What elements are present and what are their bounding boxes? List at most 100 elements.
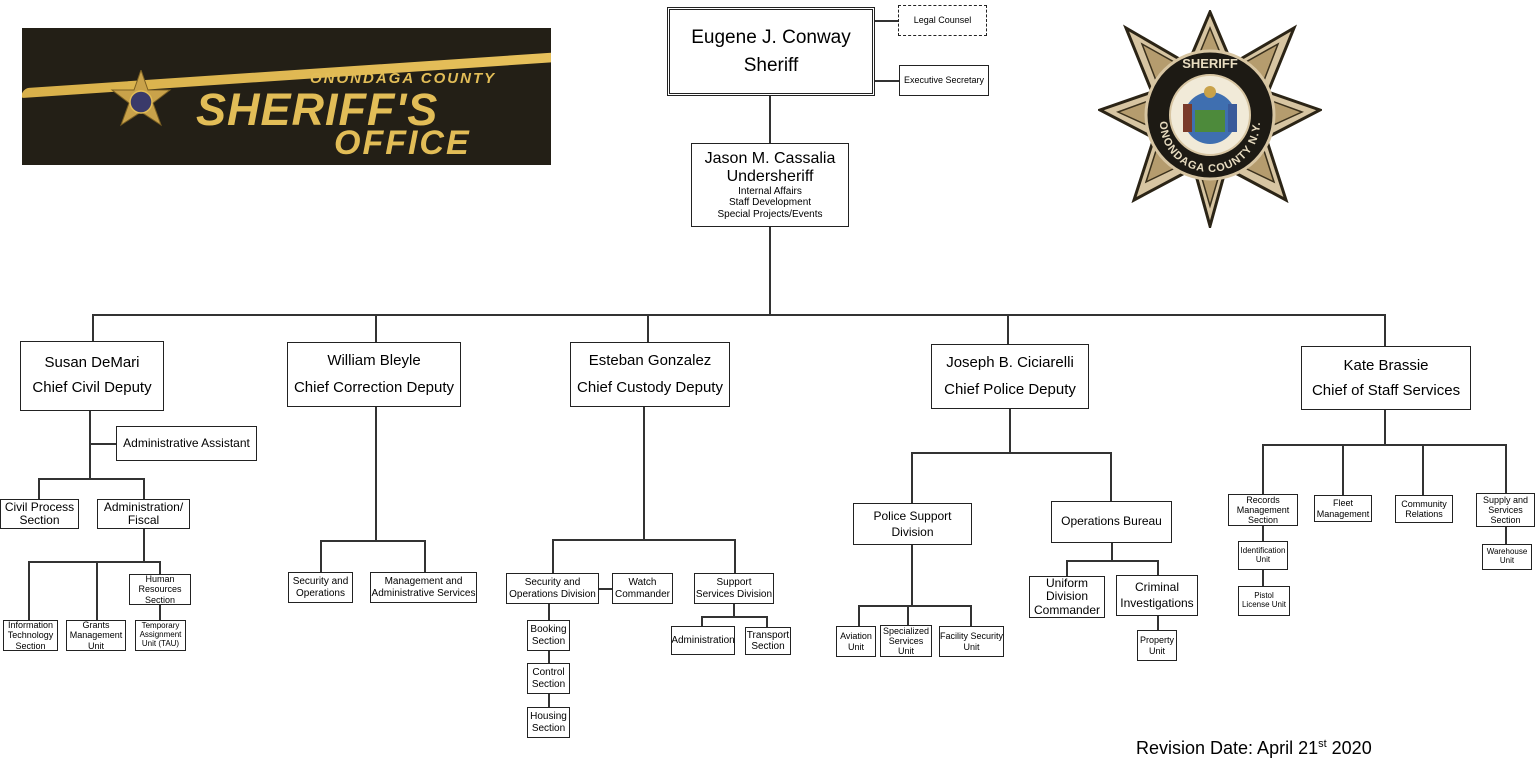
- criminal-line: Investigations: [1120, 595, 1194, 610]
- aviation-line: Unit: [847, 641, 864, 652]
- aviation-line: Aviation: [840, 631, 872, 642]
- transport-line: Transport: [746, 629, 790, 641]
- supply-services-section-box: Supply and Services Section: [1476, 493, 1535, 527]
- tau-line: Unit (TAU): [141, 638, 180, 648]
- specialized-services-unit-box: Specialized Services Unit: [880, 625, 932, 657]
- booking-line: Booking: [530, 624, 567, 636]
- executive-secretary-box: Executive Secretary: [899, 65, 989, 96]
- civil-title: Chief Civil Deputy: [32, 379, 152, 396]
- police-title: Chief Police Deputy: [944, 380, 1076, 398]
- watch-commander-box: Watch Commander: [612, 573, 673, 604]
- chief-correction-deputy-box: William Bleyle Chief Correction Deputy: [287, 342, 461, 407]
- security-and-operations-box: Security and Operations: [288, 572, 353, 603]
- aviation-unit-box: Aviation Unit: [836, 626, 876, 657]
- correction-name: William Bleyle: [327, 352, 421, 370]
- custody-administration-label: Administration: [671, 634, 735, 646]
- temporary-assignment-unit-box: Temporary Assignment Unit (TAU): [135, 620, 186, 651]
- grants-line: Management: [69, 630, 123, 641]
- control-line: Section: [531, 678, 566, 690]
- star-badge-icon: [110, 70, 172, 127]
- facility-security-unit-box: Facility Security Unit: [939, 626, 1004, 657]
- warehouse-unit-box: Warehouse Unit: [1482, 544, 1532, 570]
- transport-line: Section: [751, 641, 785, 652]
- civil-name: Susan DeMari: [44, 354, 140, 372]
- uniform-line: Uniform: [1045, 576, 1088, 590]
- civil-process-section-box: Civil Process Section: [0, 499, 79, 529]
- warehouse-line: Warehouse: [1486, 547, 1528, 557]
- logo-sheriffs-text: SHERIFF'S: [196, 84, 439, 135]
- identification-line: Unit: [1255, 554, 1271, 564]
- human-resources-section-box: Human Resources Section: [129, 574, 191, 605]
- facility-line: Facility Security: [940, 631, 1004, 642]
- revision-ordinal-suffix: st: [1318, 738, 1327, 750]
- hr-line: Section: [144, 594, 176, 605]
- logo-county-text: ONONDAGA COUNTY: [310, 70, 497, 87]
- criminal-line: Criminal: [1134, 579, 1179, 594]
- revision-label: Revision Date: April 21: [1136, 738, 1319, 758]
- housing-line: Housing: [530, 711, 567, 723]
- community-relations-box: Community Relations: [1395, 495, 1453, 523]
- logo-office-text: OFFICE: [334, 124, 471, 162]
- identification-line: Identification: [1240, 545, 1286, 555]
- uniform-line: Commander: [1033, 602, 1101, 617]
- hr-line: Resources: [138, 584, 182, 595]
- records-management-section-box: Records Management Section: [1228, 494, 1298, 526]
- management-administrative-services-box: Management and Administrative Services: [370, 572, 477, 603]
- mgmt-admin-line: Management and: [384, 576, 463, 588]
- staff-services-name: Kate Brassie: [1343, 356, 1429, 374]
- sheriff-title: Sheriff: [743, 54, 799, 76]
- property-unit-box: Property Unit: [1137, 630, 1177, 661]
- grants-management-unit-box: Grants Management Unit: [66, 620, 126, 651]
- legal-counsel-box: Legal Counsel: [898, 5, 987, 36]
- administrative-assistant-box: Administrative Assistant: [116, 426, 257, 461]
- mgmt-admin-line: Administrative Services: [371, 587, 476, 599]
- custody-title: Chief Custody Deputy: [577, 378, 723, 396]
- support-services-division-box: Support Services Division: [694, 573, 774, 604]
- watch-line: Watch: [628, 577, 657, 589]
- it-line: Section: [15, 640, 46, 651]
- identification-unit-box: Identification Unit: [1238, 541, 1288, 570]
- revision-date: Revision Date: April 21st 2020: [1136, 738, 1372, 759]
- undersheriff-name: Jason M. Cassalia: [704, 150, 836, 168]
- records-line: Records: [1246, 494, 1280, 505]
- booking-section-box: Booking Section: [527, 620, 570, 651]
- security-ops-line: Security and: [292, 576, 349, 588]
- records-line: Section: [1247, 515, 1279, 526]
- it-line: Information: [7, 620, 54, 631]
- records-line: Management: [1236, 504, 1290, 515]
- police-support-line: Division: [891, 525, 934, 539]
- criminal-investigations-box: Criminal Investigations: [1116, 575, 1198, 616]
- specialized-line: Services: [888, 635, 924, 646]
- security-div-line: Security and: [524, 577, 581, 589]
- custody-name: Esteban Gonzalez: [588, 352, 712, 370]
- undersheriff-title: Undersheriff: [726, 168, 814, 186]
- facility-line: Unit: [963, 641, 980, 652]
- sheriff-box: Eugene J. Conway Sheriff: [667, 7, 875, 96]
- admin-fiscal-line: Administration/: [103, 499, 184, 514]
- tau-line: Assignment: [139, 630, 182, 640]
- security-div-line: Operations Division: [509, 588, 596, 600]
- support-div-line: Support: [716, 577, 752, 589]
- supply-line: Services: [1488, 504, 1523, 515]
- supply-line: Section: [1490, 515, 1521, 526]
- fleet-management-box: Fleet Management: [1314, 495, 1372, 522]
- chief-police-deputy-box: Joseph B. Ciciarelli Chief Police Deputy: [931, 344, 1089, 409]
- information-technology-section-box: Information Technology Section: [3, 620, 58, 651]
- police-support-line: Police Support: [873, 508, 952, 523]
- pistol-license-unit-box: Pistol License Unit: [1238, 586, 1290, 616]
- duty-special-projects: Special Projects/Events: [717, 208, 823, 220]
- police-name: Joseph B. Ciciarelli: [946, 354, 1074, 372]
- transport-section-box: Transport Section: [745, 627, 791, 655]
- undersheriff-box: Jason M. Cassalia Undersheriff Internal …: [691, 143, 849, 227]
- grants-line: Grants: [82, 620, 110, 631]
- duty-internal-affairs: Internal Affairs: [738, 186, 802, 198]
- administrative-assistant-label: Administrative Assistant: [123, 435, 250, 450]
- specialized-line: Specialized: [882, 625, 930, 636]
- specialized-line: Unit: [897, 646, 914, 657]
- staff-services-title: Chief of Staff Services: [1311, 382, 1461, 399]
- civil-process-line: Civil Process: [4, 499, 75, 514]
- housing-line: Section: [531, 722, 566, 734]
- fleet-line: Management: [1316, 508, 1370, 519]
- security-ops-line: Operations: [296, 587, 345, 599]
- admin-fiscal-line: Fiscal: [127, 513, 160, 527]
